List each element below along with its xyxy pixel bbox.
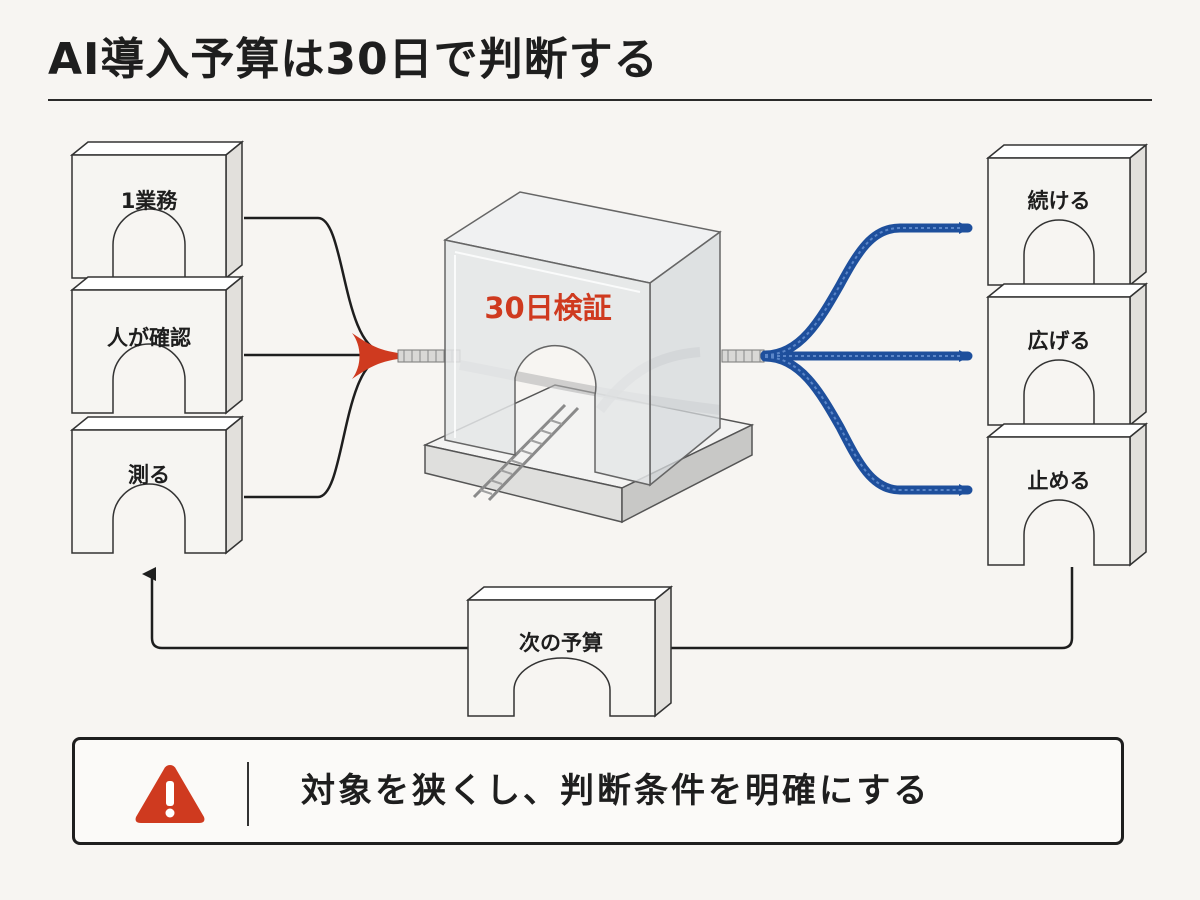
outcome-connectors-highlight bbox=[764, 227, 962, 491]
center-label: 30日検証 bbox=[484, 291, 611, 325]
outcome-label-3: 止める bbox=[1028, 469, 1091, 493]
input-arch-2: 人が確認 bbox=[69, 275, 245, 415]
input-label-1: 1業務 bbox=[121, 189, 179, 213]
outcome-label-2: 広げる bbox=[1028, 329, 1091, 353]
outcome-arch-2: 広げる bbox=[985, 282, 1149, 427]
next-budget-label: 次の予算 bbox=[519, 631, 603, 655]
input-arch-3: 測る bbox=[69, 415, 245, 555]
title-divider bbox=[48, 99, 1152, 101]
outcome-connectors bbox=[760, 222, 973, 496]
outcome-arch-1: 続ける bbox=[985, 143, 1149, 287]
center-verification-box: 30日検証 bbox=[422, 191, 755, 524]
rail-track-out bbox=[721, 349, 765, 363]
outcome-arch-3: 止める bbox=[985, 422, 1149, 567]
input-label-3: 測る bbox=[128, 463, 170, 487]
next-budget-arch: 次の予算 bbox=[465, 585, 674, 718]
warning-text: 対象を狭くし、判断条件を明確にする bbox=[301, 771, 931, 811]
input-arch-1: 1業務 bbox=[69, 140, 245, 280]
input-label-2: 人が確認 bbox=[107, 326, 191, 350]
warning-divider bbox=[247, 762, 249, 826]
page-title: AI導入予算は30日で判断する bbox=[48, 34, 659, 85]
warning-triangle-icon bbox=[135, 765, 205, 823]
merge-point-red bbox=[352, 333, 398, 379]
warning-box: 対象を狭くし、判断条件を明確にする bbox=[72, 737, 1124, 845]
outcome-label-1: 続ける bbox=[1028, 189, 1091, 213]
